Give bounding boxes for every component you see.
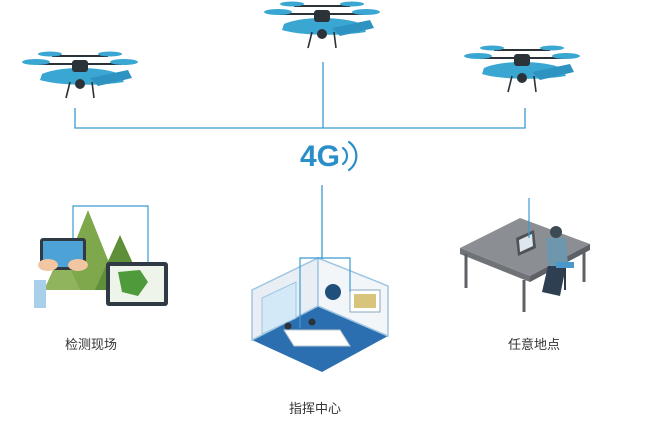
- command-room-icon: [251, 256, 389, 372]
- drone-icon: [463, 44, 581, 93]
- signal-icon: [341, 140, 358, 172]
- field-connection: [72, 205, 149, 262]
- command-connection: [299, 257, 351, 328]
- drone-icon: [21, 50, 139, 99]
- node-label-anywhere: 任意地点: [508, 338, 561, 353]
- network-label: 4G: [300, 140, 341, 173]
- workstation-icon: [460, 218, 590, 312]
- node-label-field: 检测现场: [65, 338, 118, 353]
- tablet-icon: [34, 238, 88, 308]
- connection-lines: [74, 62, 526, 262]
- drone-icon: [263, 0, 381, 49]
- node-label-command: 指挥中心: [289, 402, 342, 417]
- map-tablet-icon: [106, 262, 168, 306]
